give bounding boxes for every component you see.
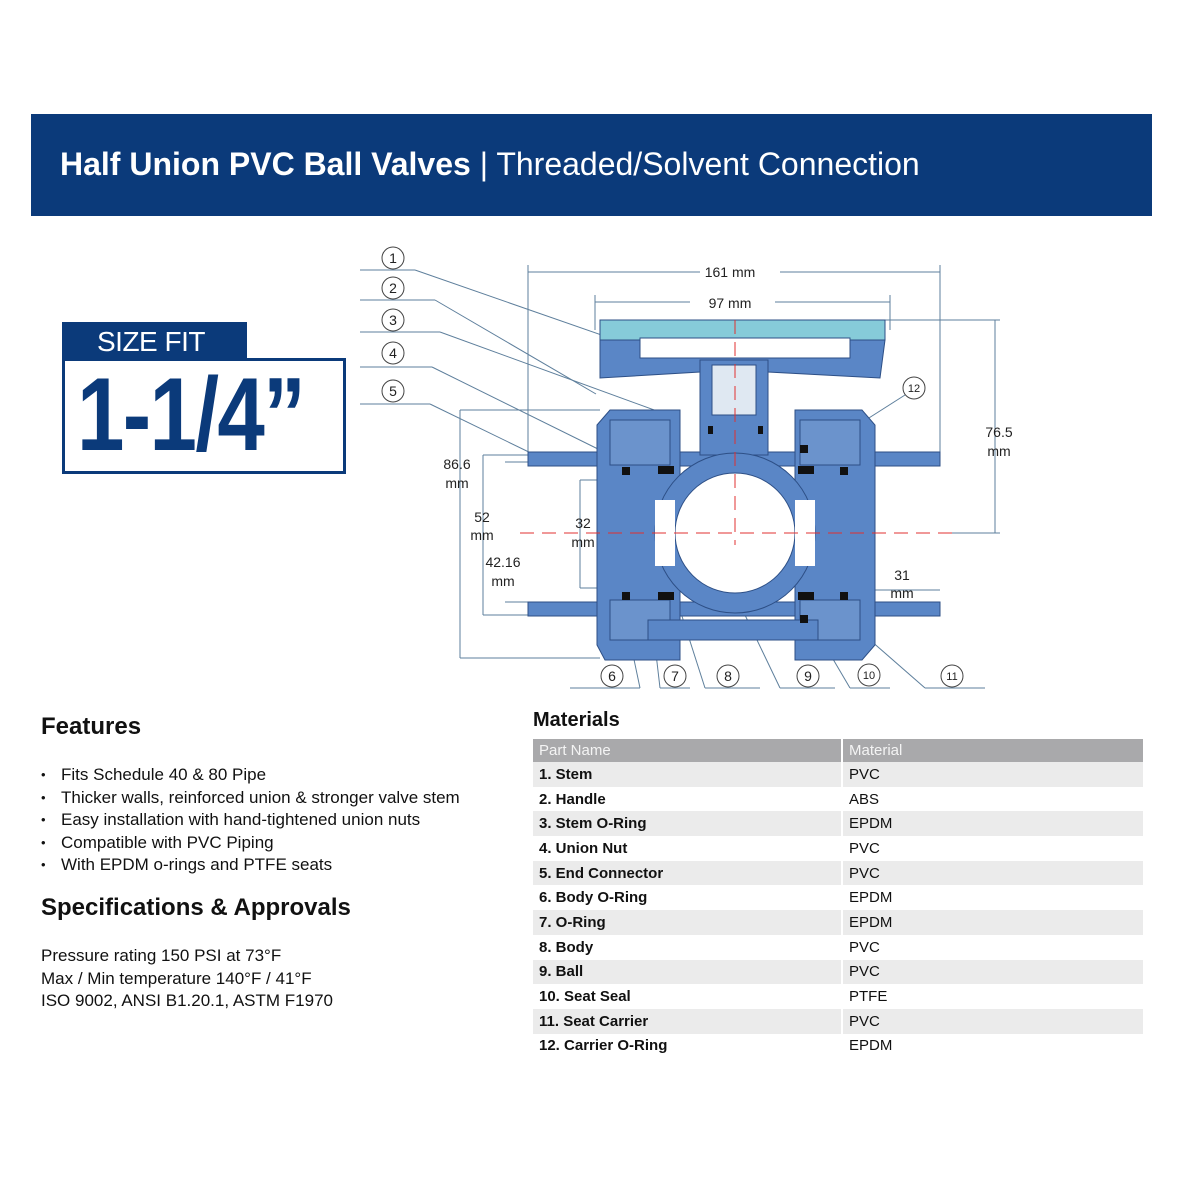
dim-42-16-unit: mm (491, 573, 514, 589)
material: PVC (841, 934, 1143, 960)
part-name: 3. Stem O-Ring (539, 815, 647, 833)
material: ABS (841, 786, 1143, 812)
material: PVC (841, 1008, 1143, 1034)
table-row: 7. O-Ring EPDM (533, 910, 1143, 935)
dim-handle-width: 97 mm (709, 295, 752, 311)
callout-numbers: 1 2 3 4 5 6 7 8 9 10 11 12 (389, 250, 958, 684)
page-title: Half Union PVC Ball Valves | Threaded/So… (60, 146, 920, 182)
table-row: 5. End Connector PVC (533, 860, 1143, 886)
centerlines (520, 320, 955, 545)
dim-height-unit: mm (987, 443, 1010, 459)
table-row: 11. Seat Carrier PVC (533, 1008, 1143, 1034)
callout-9: 9 (804, 668, 812, 684)
table-row: 12. Carrier O-Ring EPDM (533, 1033, 1143, 1059)
callout-4: 4 (389, 345, 397, 361)
dim-bore-unit: mm (571, 534, 594, 550)
dim-42-16: 42.16 (485, 554, 520, 570)
feature-item: Easy installation with hand-tightened un… (41, 809, 460, 832)
part-name: 5. End Connector (539, 864, 664, 882)
size-fit-value: 1-1/4” (62, 358, 346, 474)
feature-item: Compatible with PVC Piping (41, 832, 460, 855)
callout-8: 8 (724, 668, 732, 684)
spec-item: Max / Min temperature 140°F / 41°F (41, 968, 312, 988)
part-name: 9. Ball (539, 963, 584, 981)
valve-diagram: 1 2 3 4 5 6 7 8 9 10 11 12 161 mm 97 mm … (360, 246, 1013, 689)
table-row: 4. Union Nut PVC (533, 836, 1143, 861)
header-material: Material (841, 739, 1143, 762)
materials-heading: Materials (533, 709, 620, 731)
part-name: 6. Body O-Ring (539, 889, 648, 907)
dim-overall-length: 161 mm (705, 264, 756, 280)
part-name: 10. Seat Seal (539, 988, 631, 1006)
dim-socket: 31 (894, 567, 910, 583)
part-name: 11. Seat Carrier (539, 1012, 649, 1030)
features-list: Fits Schedule 40 & 80 Pipe Thicker walls… (41, 764, 460, 877)
dim-52-unit: mm (470, 527, 493, 543)
material: EPDM (841, 811, 1143, 837)
callout-12: 12 (908, 383, 920, 395)
spec-item: Pressure rating 150 PSI at 73°F (41, 946, 282, 965)
callout-10: 10 (863, 670, 875, 682)
feature-item: Fits Schedule 40 & 80 Pipe (41, 764, 460, 787)
material: PVC (841, 836, 1143, 861)
feature-item: Thicker walls, reinforced union & strong… (41, 787, 460, 810)
table-row: 1. Stem PVC (533, 762, 1143, 787)
callout-11: 11 (946, 671, 957, 683)
seals (622, 426, 848, 623)
material: PVC (841, 860, 1143, 886)
callout-5: 5 (389, 383, 397, 399)
part-name: 8. Body (539, 938, 594, 956)
specs-heading: Specifications & Approvals (41, 894, 351, 921)
part-name: 7. O-Ring (539, 913, 606, 931)
dimension-labels: 161 mm 97 mm 76.5 mm 86.6 mm 52 mm 32 mm… (443, 264, 1012, 601)
dim-body-height: 86.6 (443, 456, 470, 472)
specs-list: Pressure rating 150 PSI at 73°F Max / Mi… (41, 945, 333, 1013)
table-row: 2. Handle ABS (533, 786, 1143, 812)
table-row: 3. Stem O-Ring EPDM (533, 811, 1143, 837)
header-part-name: Part Name (539, 742, 611, 759)
material: EPDM (841, 910, 1143, 935)
callout-2: 2 (389, 280, 397, 296)
spec-item: ISO 9002, ANSI B1.20.1, ASTM F1970 (41, 991, 333, 1011)
table-row: 10. Seat Seal PTFE (533, 984, 1143, 1009)
material: PTFE (841, 984, 1143, 1009)
dim-bore: 32 (575, 515, 591, 531)
callout-7: 7 (671, 668, 679, 684)
table-row: 9. Ball PVC (533, 959, 1143, 985)
part-name: 4. Union Nut (539, 839, 628, 857)
features-heading: Features (41, 713, 142, 740)
callout-3: 3 (389, 312, 397, 328)
callout-6: 6 (608, 668, 616, 684)
valve-body (527, 319, 941, 661)
header-banner: Half Union PVC Ball Valves | Threaded/So… (31, 114, 1152, 216)
dim-socket-unit: mm (890, 585, 913, 601)
part-name: 1. Stem (539, 765, 593, 783)
dim-body-height-unit: mm (445, 475, 468, 491)
material: PVC (841, 959, 1143, 985)
material: PVC (841, 762, 1143, 787)
dim-52: 52 (474, 509, 490, 525)
table-row: 6. Body O-Ring EPDM (533, 885, 1143, 911)
material: EPDM (841, 1033, 1143, 1059)
callout-1: 1 (389, 250, 397, 266)
table-header: Part Name Material (533, 739, 1143, 762)
part-name: 12. Carrier O-Ring (539, 1037, 668, 1055)
table-row: 8. Body PVC (533, 934, 1143, 960)
callout-circles (381, 246, 964, 688)
dim-height: 76.5 (985, 424, 1012, 440)
material: EPDM (841, 885, 1143, 911)
feature-item: With EPDM o-rings and PTFE seats (41, 854, 460, 877)
part-name: 2. Handle (539, 790, 606, 808)
size-fit-label: SIZE FIT (62, 322, 247, 360)
